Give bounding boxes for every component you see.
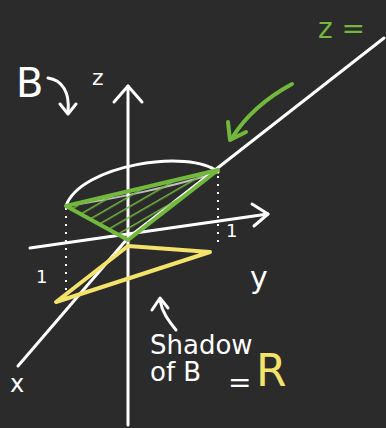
tick-label: 1	[226, 222, 237, 241]
y-axis-arrowhead	[252, 204, 268, 226]
pointer-arrow	[232, 84, 292, 138]
pointer-arrowhead	[152, 298, 168, 310]
pointer-arrow	[160, 300, 176, 330]
shadow-region	[56, 246, 210, 302]
dotted-drop	[65, 208, 67, 290]
axis-label: y	[250, 262, 268, 294]
z-axis	[127, 86, 130, 425]
plane-triangle	[66, 170, 218, 240]
plane-equation: z =	[318, 14, 365, 43]
pointer-arrowhead	[228, 122, 246, 140]
pointer-arrow	[48, 78, 68, 112]
solid-label: B	[16, 62, 43, 104]
pointer-arrowhead	[60, 104, 76, 114]
dotted-drop	[217, 176, 219, 246]
axis-label: x	[10, 372, 24, 397]
tick-label: 1	[36, 268, 47, 287]
equals-sign: =	[228, 368, 251, 397]
z-axis-arrowhead	[114, 86, 142, 102]
region-label: R	[256, 348, 287, 394]
axis-label: z	[92, 66, 104, 89]
